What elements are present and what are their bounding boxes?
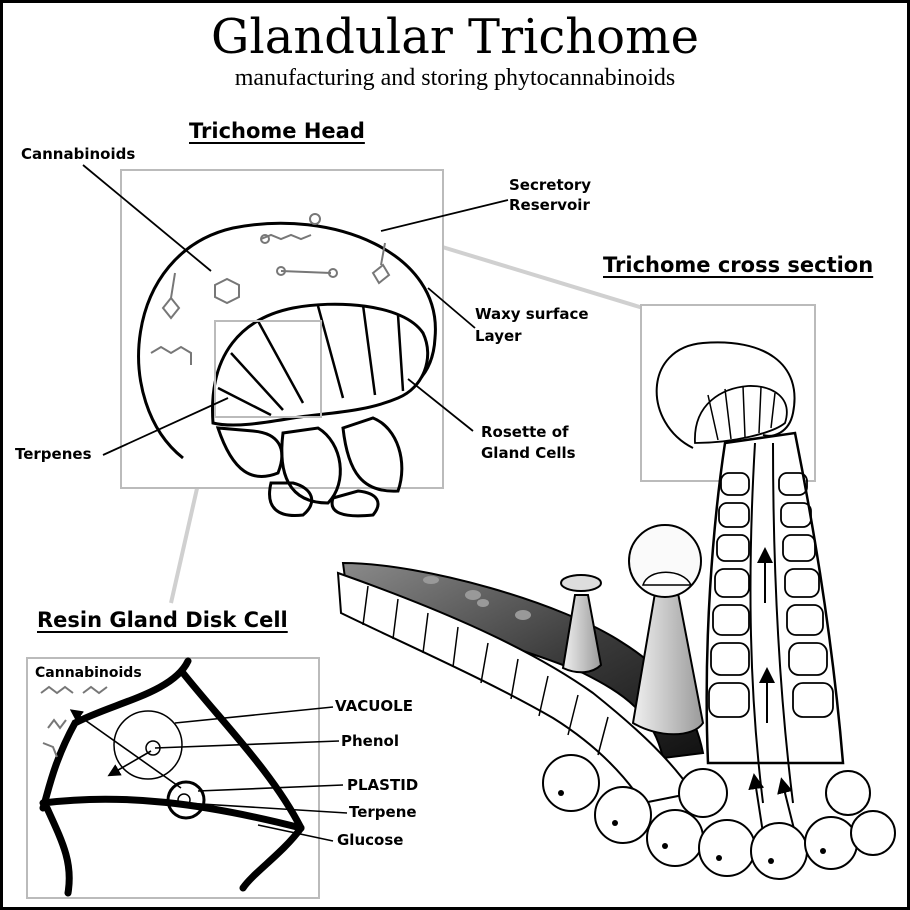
cross-section-panel	[640, 304, 816, 482]
trichome-head-panel	[82, 164, 509, 518]
label-terpenes: Terpenes	[15, 445, 92, 463]
label-phenol: Phenol	[341, 732, 399, 750]
label-rosette-line1: Rosette of	[481, 423, 569, 441]
trichome-illustration	[26, 164, 896, 899]
leaf-cross-section	[336, 431, 896, 880]
label-cannabinoids: Cannabinoids	[21, 145, 136, 163]
heading-cross-section: Trichome cross section	[603, 253, 874, 277]
label-secretory-line1: Secretory	[509, 176, 592, 194]
page-subtitle: manufacturing and storing phytocannabino…	[234, 65, 676, 91]
heading-disk-cell: Resin Gland Disk Cell	[37, 608, 288, 632]
label-terpene: Terpene	[349, 803, 417, 821]
label-rosette-line2: Gland Cells	[481, 444, 576, 462]
label-plastid: PLASTID	[347, 776, 419, 794]
page-title: Glandular Trichome	[211, 9, 699, 65]
label-glucose: Glucose	[337, 831, 404, 849]
label-waxy-line2: Layer	[475, 327, 522, 345]
label-vacuole: VACUOLE	[335, 697, 413, 715]
label-waxy-line1: Waxy surface	[475, 305, 589, 323]
label-secretory-line2: Reservoir	[509, 196, 590, 214]
label-disk-cannabinoids: Cannabinoids	[35, 665, 142, 681]
disk-cell-panel	[26, 657, 348, 899]
heading-trichome-head: Trichome Head	[189, 119, 365, 143]
